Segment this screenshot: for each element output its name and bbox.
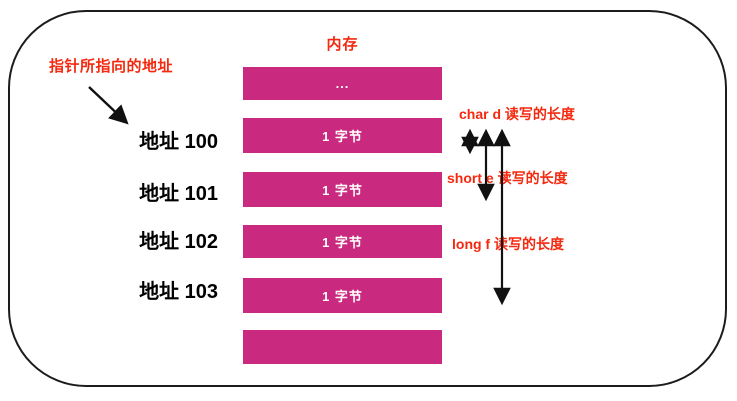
memory-cell-ellipsis: ... [243,67,442,100]
memory-cell-103: 1 字节 [243,278,442,313]
memory-cell-empty [243,330,442,364]
char-length-label: char d 读写的长度 [459,106,575,122]
address-label-103: 地址 103 [139,281,218,303]
pointer-address-label: 指针所指向的地址 [49,58,174,75]
memory-cell-101: 1 字节 [243,172,442,207]
short-length-label: short e 读写的长度 [447,170,568,186]
address-label-102: 地址 102 [139,231,218,253]
memory-cell-100: 1 字节 [243,118,442,153]
address-label-101: 地址 101 [139,183,218,205]
memory-cell-102: 1 字节 [243,225,442,258]
memory-title: 内存 [326,36,359,53]
diagram-border [8,10,727,387]
long-length-label: long f 读写的长度 [452,236,564,252]
address-label-100: 地址 100 [139,131,218,153]
